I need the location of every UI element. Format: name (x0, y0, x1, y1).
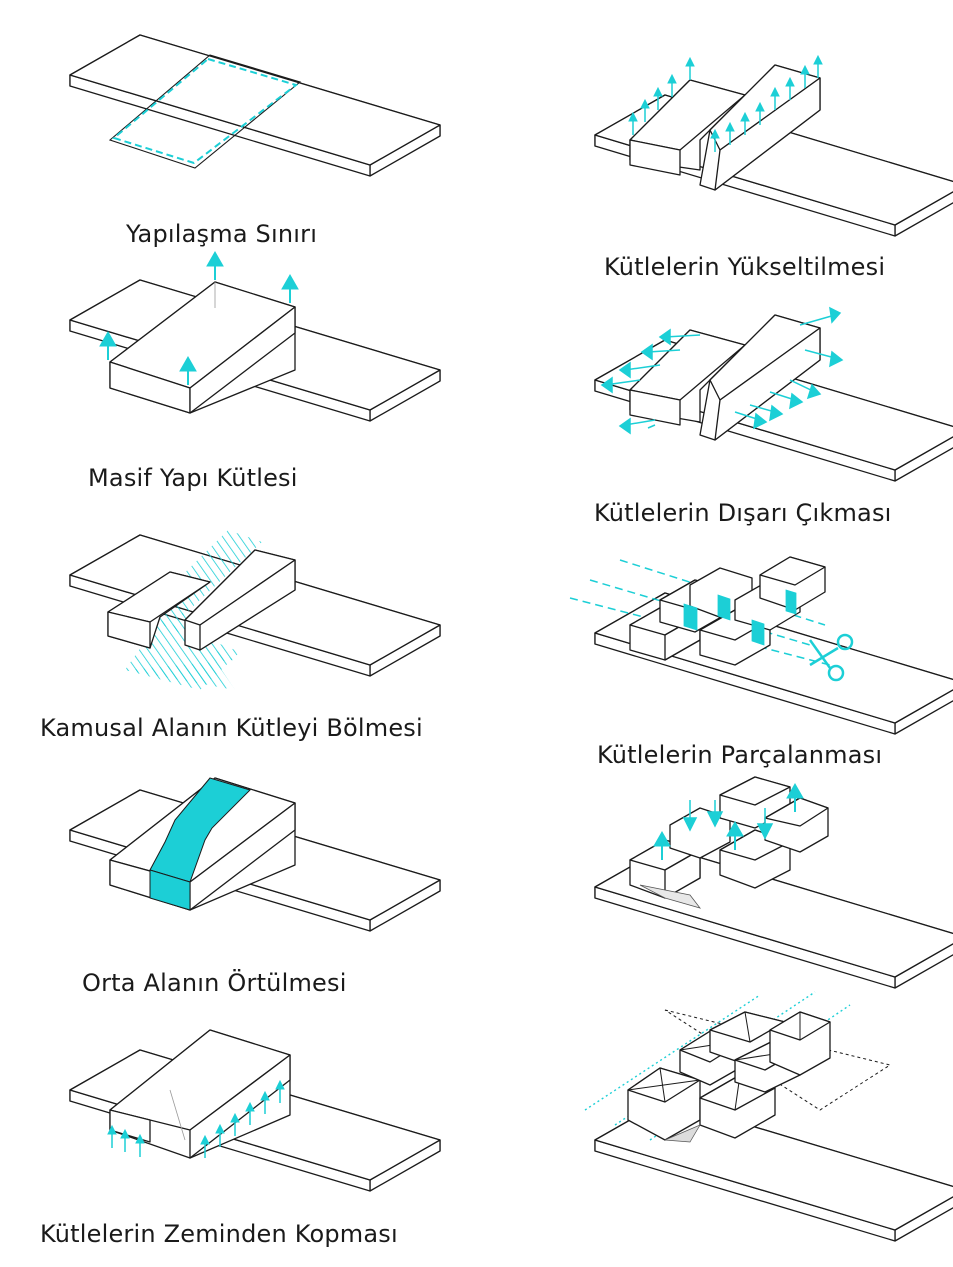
caption-massive-volume: Masif Yapı Kütlesi (88, 464, 298, 492)
caption-volumes-pushed-out: Kütlelerin Dışarı Çıkması (594, 499, 892, 527)
panel-volumes-pushed-out (594, 306, 953, 482)
caption-building-boundary: Yapılaşma Sınırı (126, 220, 318, 248)
caption-center-covered: Orta Alanın Örtülmesi (82, 969, 347, 997)
scissors-icon (808, 633, 854, 682)
caption-public-split: Kamusal Alanın Kütleyi Bölmesi (40, 714, 423, 742)
caption-lifted-from-ground: Kütlelerin Zeminden Kopması (40, 1220, 398, 1248)
panel-massive-volume (69, 251, 441, 422)
panel-fragments-raised (594, 776, 953, 989)
panel-public-split (69, 530, 441, 690)
panel-volumes-raised (594, 55, 953, 237)
caption-volumes-fragmented: Kütlelerin Parçalanması (597, 741, 883, 769)
panel-faceted-form (584, 991, 953, 1242)
panel-center-covered (69, 777, 441, 932)
panel-building-boundary (69, 34, 441, 177)
panel-volumes-fragmented (569, 556, 953, 735)
caption-volumes-raised: Kütlelerin Yükseltilmesi (604, 253, 886, 281)
panel-lifted-from-ground (69, 1029, 441, 1192)
